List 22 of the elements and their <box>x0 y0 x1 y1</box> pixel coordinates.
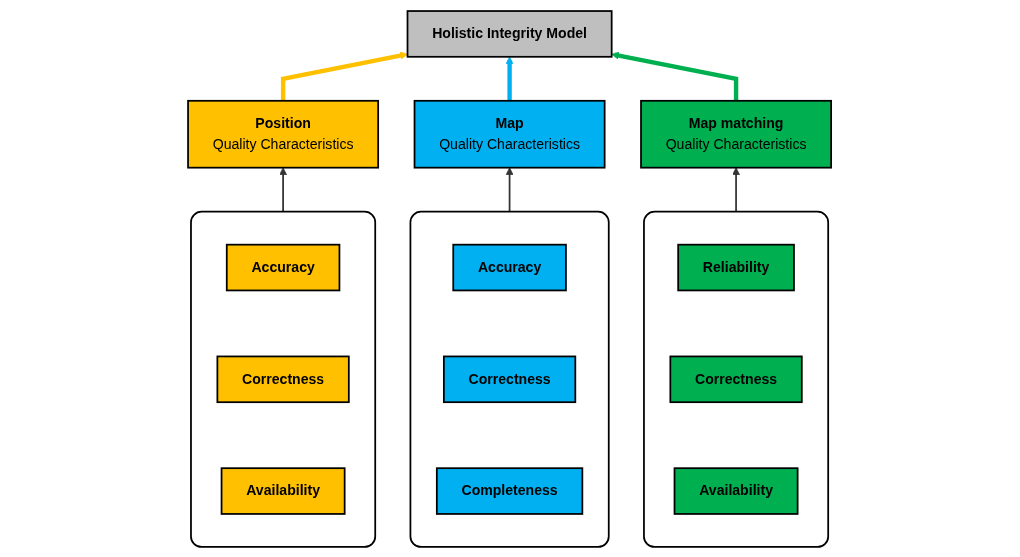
node-box: Correctness <box>443 355 577 403</box>
node-box: Map matching Quality Characteristics <box>640 99 833 169</box>
node-box: Position Quality Characteristics <box>187 99 380 169</box>
node-box: Accuracy <box>226 243 341 291</box>
node-box: Accuracy <box>452 243 568 291</box>
arrow <box>279 166 288 213</box>
node-box: Holistic Integrity Model <box>407 9 613 58</box>
arrow <box>506 55 514 101</box>
cluster <box>643 210 830 548</box>
node-box: Completeness <box>436 466 584 515</box>
cluster <box>190 210 377 548</box>
arrow <box>732 166 741 213</box>
arrow <box>281 51 409 101</box>
arrow <box>611 51 739 101</box>
node-box: Correctness <box>216 355 351 403</box>
node-box: Map Quality Characteristics <box>414 99 606 169</box>
node-box: Correctness <box>669 355 804 403</box>
arrow <box>506 166 514 213</box>
node-box: Availability <box>221 466 346 515</box>
node-box: Reliability <box>677 243 796 291</box>
cluster <box>409 210 611 548</box>
node-box: Availability <box>674 466 799 515</box>
